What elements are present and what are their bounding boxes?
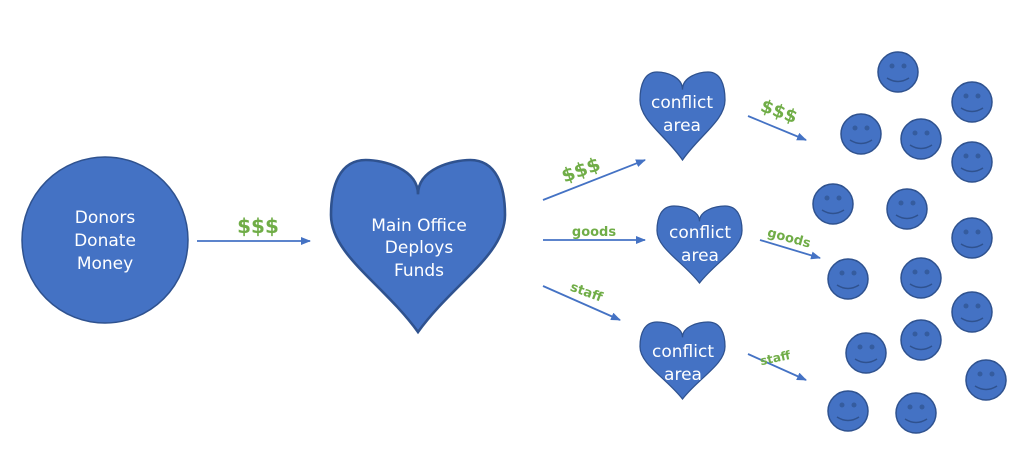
smiley-face-icon (877, 51, 919, 93)
smiley-face-icon (965, 359, 1007, 401)
smiley-face-icon (951, 141, 993, 183)
area-text-line: area (681, 246, 719, 266)
arrow-area3-to-people (747, 353, 807, 381)
main-text-line: Funds (394, 261, 444, 281)
flow-label: staff (568, 280, 605, 306)
smiley-face-icon (895, 392, 937, 434)
conflict-area-1: conflict area (639, 71, 726, 161)
area-text-line: conflict (652, 342, 714, 362)
area-text-line: conflict (651, 93, 713, 113)
smiley-face-icon (900, 118, 942, 160)
area-text-line: area (664, 365, 702, 385)
people-group (812, 51, 1007, 434)
flow-label: $$$ (559, 153, 604, 187)
smiley-face-icon (951, 291, 993, 333)
arrow-main-to-area3 (542, 285, 621, 321)
smiley-face-icon (827, 258, 869, 300)
donor-node: Donors Donate Money (21, 156, 189, 324)
smiley-face-icon (812, 183, 854, 225)
smiley-face-icon (900, 257, 942, 299)
flow-label: staff (759, 348, 792, 368)
arrow-area2-to-people (759, 239, 821, 260)
main-office-node: Main Office Deploys Funds (329, 158, 507, 334)
smiley-face-icon (951, 217, 993, 259)
smiley-face-icon (886, 188, 928, 230)
area-text-line: area (663, 116, 701, 136)
donor-text-line: Donate (74, 231, 136, 251)
smiley-face-icon (951, 81, 993, 123)
smiley-face-icon (900, 319, 942, 361)
flow-label: goods (572, 225, 616, 240)
arrow-area1-to-people (747, 115, 807, 141)
smiley-face-icon (845, 332, 887, 374)
flow-label: goods (766, 226, 813, 252)
main-text-line: Main Office (371, 216, 467, 236)
smiley-face-icon (827, 390, 869, 432)
area-text-line: conflict (669, 223, 731, 243)
flow-label: $$$ (237, 214, 279, 238)
conflict-area-3: conflict area (639, 321, 726, 400)
donor-text-line: Donors (75, 208, 136, 228)
conflict-area-2: conflict area (656, 205, 743, 284)
arrow-main-to-area1 (542, 159, 646, 201)
main-text-line: Deploys (385, 238, 454, 258)
smiley-face-icon (840, 113, 882, 155)
donor-text-line: Money (77, 254, 133, 274)
